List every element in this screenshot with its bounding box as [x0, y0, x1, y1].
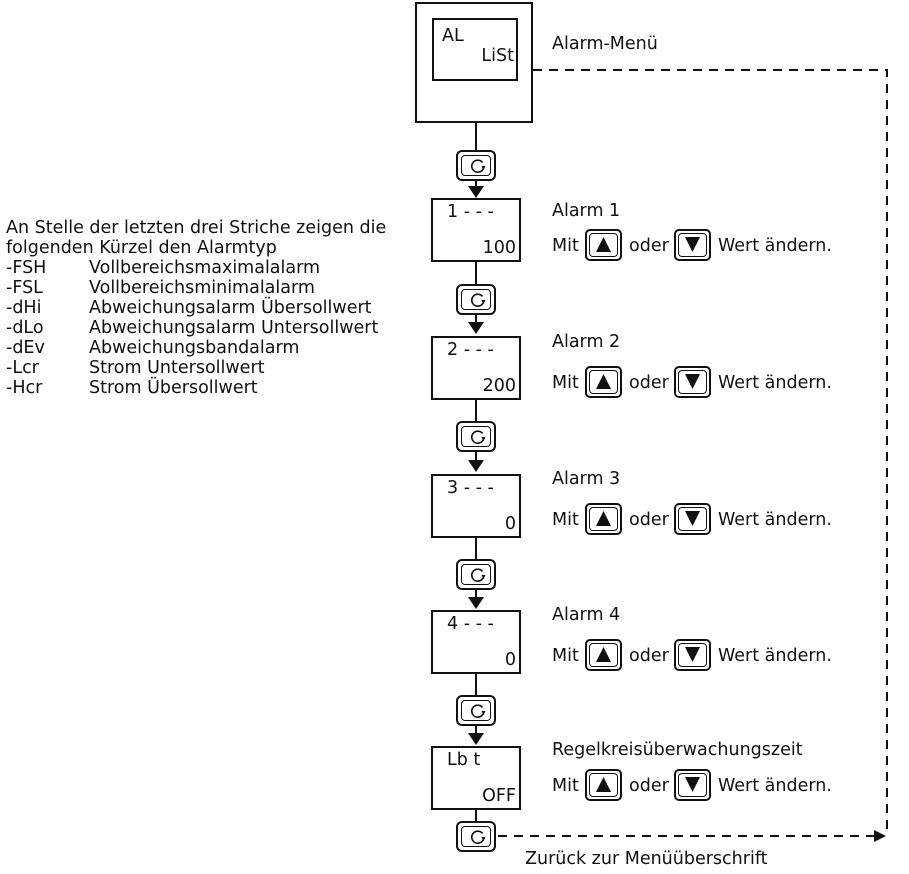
down-arrow-icon [685, 777, 700, 792]
instruction-oder: oder [629, 776, 669, 796]
instruction-oder: oder [629, 373, 669, 393]
down-button[interactable] [674, 366, 711, 398]
instruction-tail: Wert ändern. [718, 510, 832, 530]
legend-code: -dLo [6, 318, 44, 338]
scroll-button[interactable] [456, 150, 496, 181]
instruction-mit: Mit [552, 510, 579, 530]
param-title: Alarm 4 [552, 605, 621, 625]
scroll-button[interactable] [456, 821, 496, 852]
up-button[interactable] [585, 503, 622, 535]
legend-code: -FSL [6, 278, 43, 298]
legend-code: -FSH [6, 258, 47, 278]
legend-code: -Hcr [6, 378, 43, 398]
display-label: 1 - - - [447, 202, 494, 222]
scroll-icon [471, 159, 486, 173]
instruction-tail: Wert ändern. [718, 236, 832, 256]
alarm-2-display: 2 - - - 200 [431, 336, 521, 400]
alarm-menu-caption: Alarm-Menü [552, 34, 658, 54]
alarm-menu-display: AL LiSt [415, 2, 533, 123]
legend-desc: Abweichungsbandalarm [89, 338, 300, 358]
instruction-mit: Mit [552, 646, 579, 666]
down-button[interactable] [674, 639, 711, 671]
up-button[interactable] [585, 769, 622, 801]
loop-break-time-display: Lb t OFF [431, 746, 521, 810]
up-arrow-icon [596, 374, 611, 389]
down-button[interactable] [674, 503, 711, 535]
scroll-icon [471, 293, 486, 307]
down-button[interactable] [674, 229, 711, 261]
display-label: 2 - - - [447, 340, 494, 360]
down-arrow-icon [685, 511, 700, 526]
down-arrow-icon [685, 237, 700, 252]
alarm-menu-screen: AL LiSt [432, 18, 518, 81]
display-value: OFF [482, 786, 516, 806]
up-button[interactable] [585, 366, 622, 398]
return-to-menu-label: Zurück zur Menüüberschrift [525, 849, 768, 869]
param-title: Alarm 3 [552, 469, 621, 489]
display-value: 200 [482, 376, 516, 396]
legend-intro-line2: folgenden Kürzel den Alarmtyp [6, 238, 277, 258]
menu-display-line2: LiSt [481, 46, 514, 66]
instruction-tail: Wert ändern. [718, 776, 832, 796]
param-title: Alarm 2 [552, 332, 621, 352]
instruction-mit: Mit [552, 236, 579, 256]
param-title: Regelkreisüberwachungszeit [552, 740, 803, 760]
scroll-button[interactable] [456, 695, 496, 726]
legend-desc: Vollbereichsminimalalarm [89, 278, 315, 298]
instruction-mit: Mit [552, 776, 579, 796]
display-value: 0 [504, 514, 516, 534]
display-value: 0 [504, 650, 516, 670]
legend-code: -dEv [6, 338, 45, 358]
up-button[interactable] [585, 229, 622, 261]
scroll-icon [471, 704, 486, 718]
display-value: 100 [482, 238, 516, 258]
legend-intro-line1: An Stelle der letzten drei Striche zeige… [6, 218, 387, 238]
down-arrow-icon [685, 647, 700, 662]
display-label: 4 - - - [447, 614, 494, 634]
legend-desc: Vollbereichsmaximalalarm [89, 258, 321, 278]
menu-display-line1: AL [442, 26, 464, 46]
instruction-oder: oder [629, 646, 669, 666]
legend-desc: Strom Untersollwert [89, 358, 265, 378]
legend-desc: Abweichungsalarm Untersollwert [89, 318, 379, 338]
display-label: Lb t [447, 750, 481, 770]
instruction-tail: Wert ändern. [718, 373, 832, 393]
scroll-button[interactable] [456, 284, 496, 315]
down-arrow-icon [685, 374, 700, 389]
scroll-icon [471, 430, 486, 444]
scroll-icon [471, 830, 486, 844]
instruction-mit: Mit [552, 373, 579, 393]
instruction-oder: oder [629, 510, 669, 530]
instruction-oder: oder [629, 236, 669, 256]
alarm-4-display: 4 - - - 0 [431, 610, 521, 674]
up-button[interactable] [585, 639, 622, 671]
legend-desc: Abweichungsalarm Übersollwert [89, 298, 372, 318]
scroll-button[interactable] [456, 421, 496, 452]
up-arrow-icon [596, 511, 611, 526]
legend-desc: Strom Übersollwert [89, 378, 258, 398]
up-arrow-icon [596, 237, 611, 252]
instruction-tail: Wert ändern. [718, 646, 832, 666]
scroll-button[interactable] [456, 559, 496, 590]
up-arrow-icon [596, 777, 611, 792]
up-arrow-icon [596, 647, 611, 662]
legend-code: -dHi [6, 298, 42, 318]
down-button[interactable] [674, 769, 711, 801]
display-label: 3 - - - [447, 478, 494, 498]
scroll-icon [471, 568, 486, 582]
alarm-3-display: 3 - - - 0 [431, 474, 521, 538]
param-title: Alarm 1 [552, 201, 621, 221]
legend-code: -Lcr [6, 358, 39, 378]
alarm-1-display: 1 - - - 100 [431, 198, 521, 262]
